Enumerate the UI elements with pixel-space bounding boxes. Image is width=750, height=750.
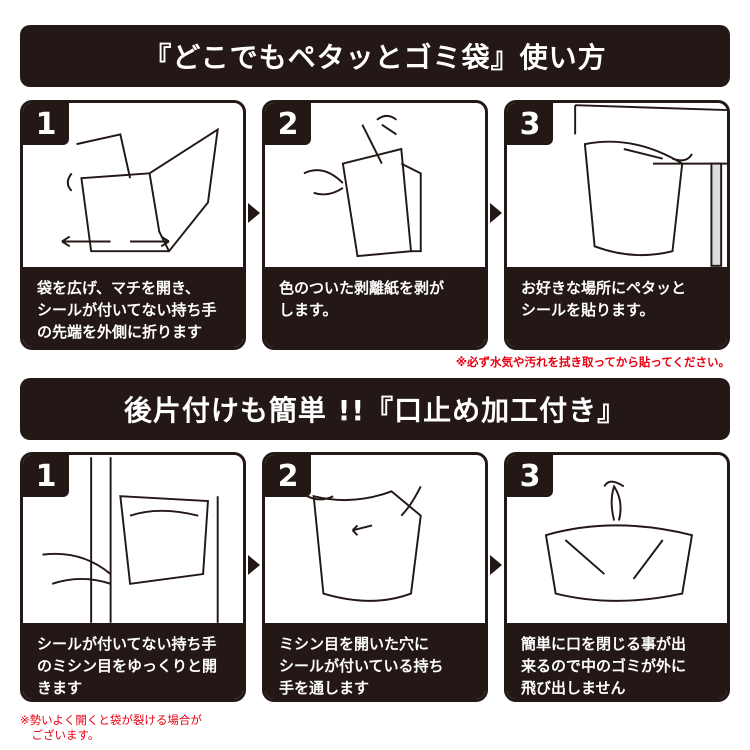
step-text: ミシン目を開いた穴に シールが付いている持ち 手を通します [265,623,485,699]
step-number: 1 [23,455,69,497]
next-arrow-icon [248,203,260,223]
next-arrow-icon [248,555,260,575]
step-text: シールが付いてない持ち手 のミシン目をゆっくりと開 きます [23,623,243,699]
section1-title: 『どこでもペタッとゴミ袋』使い方 [20,25,730,87]
step-number: 2 [265,455,311,497]
step-card-2-3: 3 簡単に口を閉じる事が出 来るので中のゴミが外に 飛び出しません [504,452,730,702]
step-card-1-3: 3 お好きな場所にペタッと シールを貼ります。 [504,100,730,350]
caution-note: ※勢いよく開くと袋が裂ける場合が ございます。 [20,713,202,742]
step-card-2-2: 2 ミシン目を開いた穴に シールが付いている持ち 手を通します [262,452,488,702]
step-card-1-2: 2 色のついた剥離紙を剥が します。 [262,100,488,350]
next-arrow-icon [490,555,502,575]
open-perforation-illustration [42,457,219,623]
step-text: 袋を広げ、マチを開き、 シールが付いてない持ち手 の先端を外側に折ります [23,267,243,347]
step-text: 簡単に口を閉じる事が出 来るので中のゴミが外に 飛び出しません [507,623,727,699]
open-bag-illustration [61,127,219,253]
step-text: お好きな場所にペタッと シールを貼ります。 [507,267,727,347]
section2-title: 後片付けも簡単 !!『口止め加工付き』 [20,378,730,440]
next-arrow-icon [490,203,502,223]
caution-note: ※必ず水気や汚れを拭き取ってから貼ってください。 [455,355,730,369]
step-number: 3 [507,103,553,145]
step-number: 3 [507,455,553,497]
peel-backing-illustration [303,114,422,258]
step-card-2-1: 1 シールが付いてない持ち手 のミシン目をゆっくりと開 きます [20,452,246,702]
step-card-1-1: 1 袋を広げ、マチを開き、 シールが付いてない持ち手 の先端を外側に折ります [20,100,246,350]
step-number: 2 [265,103,311,145]
step-text: 色のついた剥離紙を剥が します。 [265,267,485,347]
tied-bag-illustration [544,480,694,602]
step-number: 1 [23,103,69,145]
stick-to-counter-illustration [574,104,727,267]
